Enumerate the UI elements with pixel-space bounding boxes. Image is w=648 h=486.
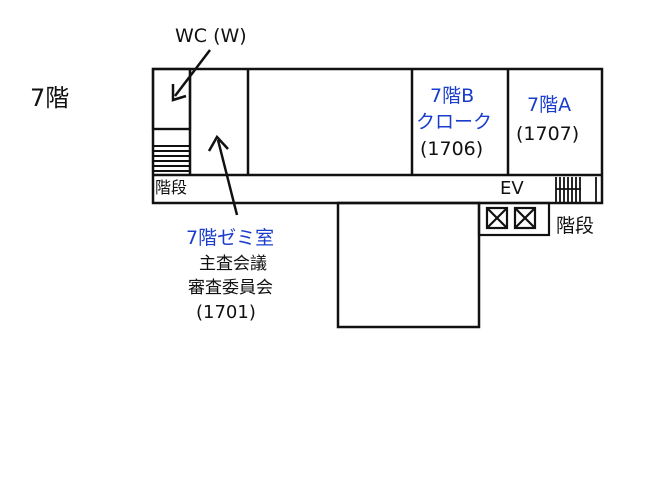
- zemi-room-line3: 審査委員会: [188, 278, 273, 298]
- stairs-right-hatch: [555, 177, 597, 203]
- wc-arrow: [171, 49, 211, 102]
- building-outline: [151, 67, 604, 329]
- elevator-block: [477, 201, 551, 237]
- room-b-line2: クローク: [416, 111, 492, 133]
- floor-label: 7階: [30, 84, 69, 112]
- zemi-arrow: [207, 134, 239, 216]
- stairs-right-label: 階段: [556, 215, 594, 237]
- stairs-left-label: 階段: [155, 178, 187, 197]
- wc-label: WC (W): [175, 25, 247, 47]
- wc-room: [151, 67, 192, 131]
- room-a-line1: 7階A: [527, 94, 571, 116]
- zemi-room-title: 7階ゼミ室: [186, 227, 274, 249]
- room-b-number: (1706): [420, 138, 483, 160]
- room-a-number: (1707): [516, 123, 579, 145]
- zemi-room-line2: 主査会議: [199, 254, 267, 274]
- room-b-line1: 7階B: [430, 85, 474, 107]
- elevator-label: EV: [500, 178, 524, 199]
- zemi-room-number: (1701): [196, 302, 256, 323]
- stairs-left-hatch: [153, 145, 190, 172]
